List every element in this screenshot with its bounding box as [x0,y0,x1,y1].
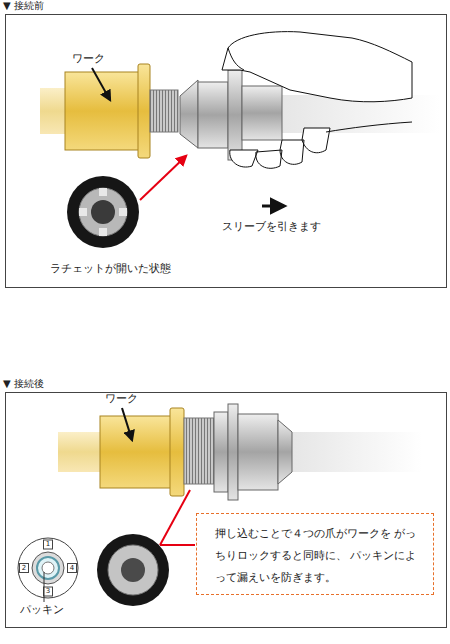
coupler-body [238,414,278,490]
coupler-mouth [180,80,198,148]
workpiece [65,72,140,150]
claw [119,208,127,216]
thread [150,90,178,132]
hex-flange [138,64,150,158]
packing-ring [37,557,59,579]
coupler-body [242,86,282,140]
photo-ratchet [91,200,115,224]
note-text: 押し込むことで４つの爪がワークを がっちりロックすると同時に、 パッキンによって… [215,522,423,588]
claw-box [68,564,77,573]
claw-box [44,540,53,549]
callout-arrow [140,156,186,200]
claw-box [20,564,29,573]
thread [184,418,214,484]
claw [79,208,87,216]
part-label: ワーク [72,52,105,66]
photo-locked [97,534,169,606]
panel-box: ▼ 接続後押し込むことで４つの爪がワークを がっちりロックすると同時に、 パッキ… [5,392,447,628]
section-view [32,552,64,584]
callout-number: 2 [20,564,29,573]
pointer-arrow [122,408,132,440]
hex-flange [170,408,184,496]
hand [222,32,412,102]
coupler-body [214,412,228,492]
hose [58,432,102,472]
part-label: パッキン [20,603,64,617]
callout-number: 4 [68,564,77,573]
fingers [230,128,330,168]
coupler-body [198,82,228,148]
claw [99,188,107,196]
callout-number: 1 [44,540,53,549]
action-label: スリーブを引きます [222,220,321,234]
workpiece [100,416,172,488]
note-box: 押し込むことで４つの爪がワークを がっちりロックすると同時に、 パッキンによって… [196,513,434,595]
photo-locked [121,558,145,582]
coupler-nose [278,420,292,484]
photo-locked [108,545,158,595]
callout-line [160,490,190,545]
sleeve [228,404,238,500]
photo-caption: ラチェットが開いた状態 [50,262,171,276]
panel-heading: ▼ 接続前 [3,0,44,13]
hose [292,432,422,472]
claw [99,228,107,236]
hand [326,122,412,132]
section-view [18,538,78,598]
callout-number: 3 [44,587,53,596]
panel-heading: ▼ 接続後 [3,377,44,391]
callout-line [160,544,195,546]
panel-box: ▼ 接続前 [5,14,447,288]
photo-ratchet [79,188,127,236]
hand [228,48,244,70]
photo-ratchet [67,176,139,248]
direction-arrow [262,205,284,208]
leader-line [44,572,45,602]
pointer-arrow [92,68,110,100]
sleeve [228,70,242,160]
part-label: ワーク [105,392,138,406]
claw-box [44,587,53,596]
